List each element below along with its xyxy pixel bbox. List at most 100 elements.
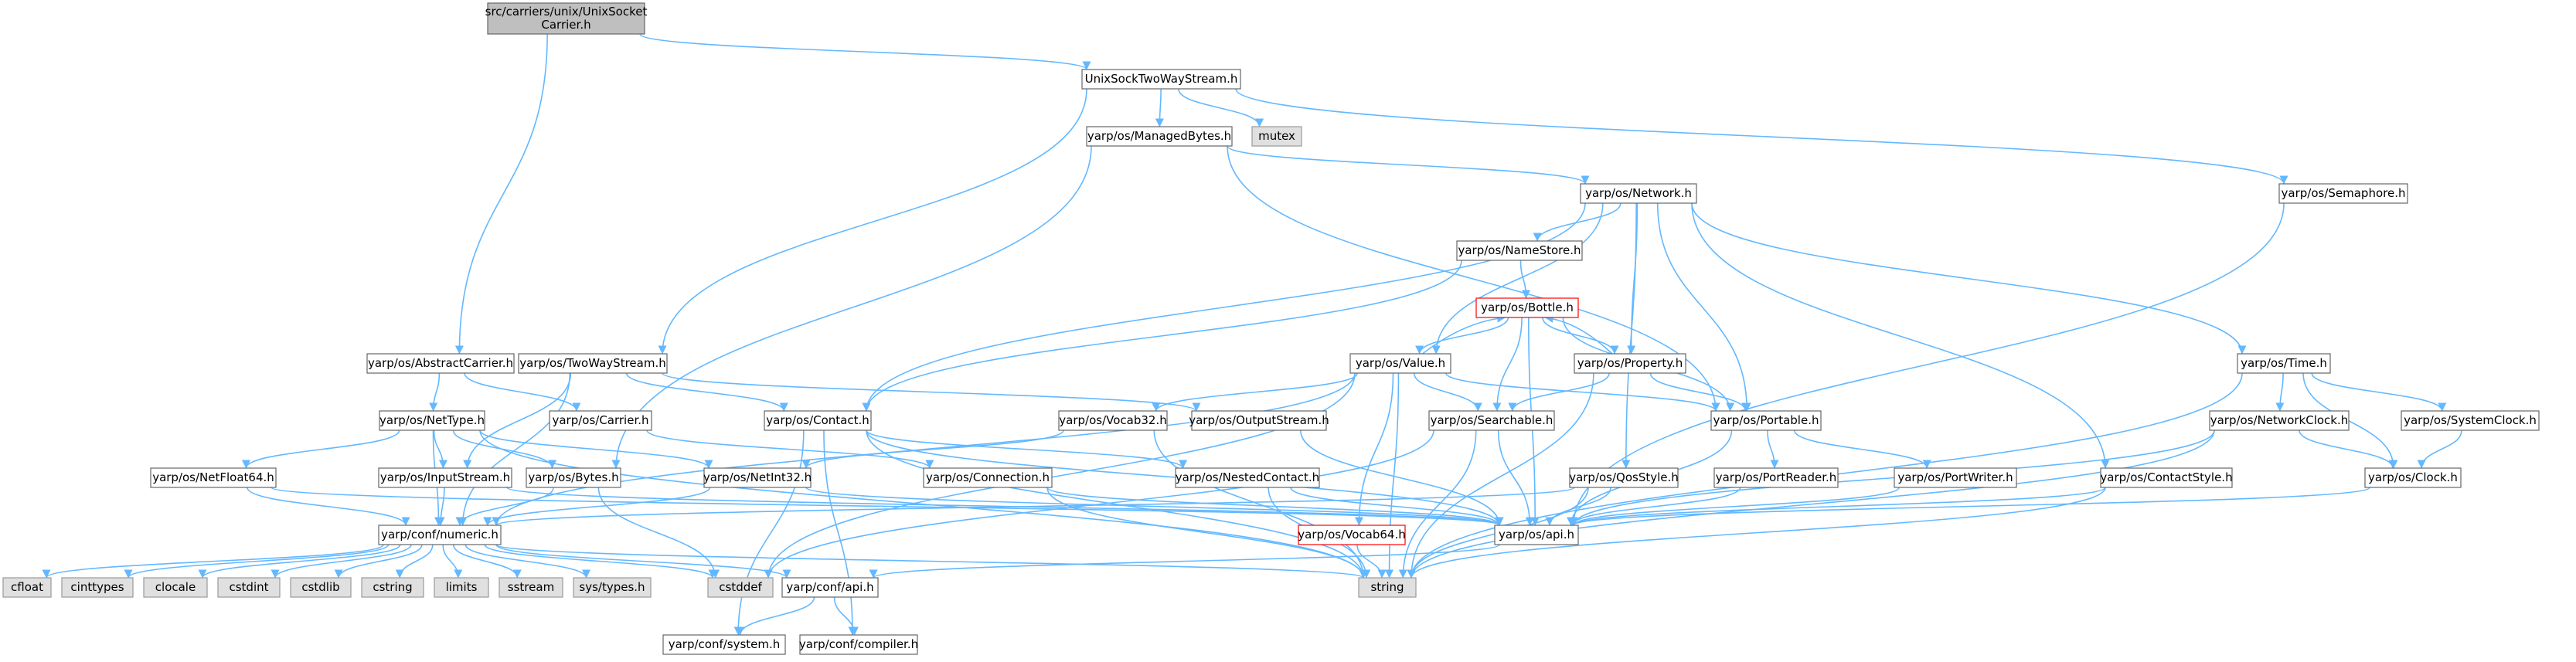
node-inputstream[interactable]: yarp/os/InputStream.h (378, 467, 512, 488)
edge-network-to-namestore (1533, 202, 1621, 242)
node-numeric[interactable]: yarp/conf/numeric.h (378, 525, 502, 545)
node-label-connection: yarp/os/Connection.h (926, 470, 1050, 484)
edge-twowaystream-to-contact (625, 372, 788, 412)
node-box-cstring (361, 577, 424, 598)
node-netint32[interactable]: yarp/os/NetInt32.h (703, 467, 812, 488)
node-unixsock[interactable]: UnixSockTwoWayStream.h (1081, 69, 1241, 90)
node-box-property (1574, 353, 1686, 374)
node-carrier[interactable]: yarp/os/Carrier.h (549, 410, 652, 431)
edge-confapi-to-confsystem (736, 596, 815, 636)
node-label-sstream: sstream (508, 580, 554, 594)
edge-connection-to-osapi (1046, 487, 1504, 526)
node-contactstyle[interactable]: yarp/os/ContactStyle.h (2100, 467, 2233, 488)
node-box-cstddef (707, 577, 774, 598)
node-contact[interactable]: yarp/os/Contact.h (764, 410, 872, 431)
node-confcompiler[interactable]: yarp/conf/compiler.h (799, 634, 918, 655)
node-box-osapi (1494, 525, 1579, 545)
node-abstractcarrier[interactable]: yarp/os/AbstractCarrier.h (366, 353, 515, 374)
node-twowaystream[interactable]: yarp/os/TwoWayStream.h (518, 353, 668, 374)
node-box-unixsock (1081, 69, 1241, 90)
node-managedbytes[interactable]: yarp/os/ManagedBytes.h (1086, 126, 1233, 147)
edge-time-to-systemclock (2311, 372, 2447, 412)
node-box-netint32 (703, 467, 812, 488)
node-semaphore[interactable]: yarp/os/Semaphore.h (2278, 183, 2408, 204)
node-label-abstractcarrier: yarp/os/AbstractCarrier.h (368, 356, 513, 370)
node-box-netfloat64 (150, 467, 277, 488)
edge-network-to-portable (1656, 202, 1751, 412)
node-box-network (1580, 183, 1697, 204)
node-bytes[interactable]: yarp/os/Bytes.h (526, 467, 621, 488)
node-portable[interactable]: yarp/os/Portable.h (1710, 410, 1822, 431)
node-connection[interactable]: yarp/os/Connection.h (923, 467, 1053, 488)
edge-nettype-to-netfloat64 (242, 429, 400, 469)
node-box-root (487, 2, 645, 35)
node-netfloat64[interactable]: yarp/os/NetFloat64.h (150, 467, 277, 488)
node-label-cinttypes: cinttypes (70, 580, 124, 594)
node-box-confapi (781, 577, 879, 598)
edge-property-to-bottle (1544, 314, 1613, 355)
node-systemclock[interactable]: yarp/os/SystemClock.h (2401, 410, 2540, 431)
edge-managedbytes-to-bytes (611, 145, 1092, 469)
edge-property-to-searchable (1508, 372, 1610, 412)
node-searchable[interactable]: yarp/os/Searchable.h (1428, 410, 1555, 431)
node-box-inputstream (378, 467, 512, 488)
edge-numeric-to-cinttypes (124, 544, 390, 579)
node-networkclock[interactable]: yarp/os/NetworkClock.h (2209, 410, 2350, 431)
node-nestedcontact[interactable]: yarp/os/NestedContact.h (1175, 467, 1320, 488)
node-label-portreader: yarp/os/PortReader.h (1716, 470, 1837, 484)
edge-namestore-to-bottle (1519, 260, 1530, 299)
edge-contact-to-nestedcontact (866, 429, 1187, 469)
node-label-systemclock: yarp/os/SystemClock.h (2404, 413, 2537, 427)
edge-confapi-to-confcompiler (833, 596, 859, 636)
node-vocab64[interactable]: yarp/os/Vocab64.h (1298, 525, 1406, 545)
node-label-semaphore: yarp/os/Semaphore.h (2282, 186, 2406, 200)
node-confapi[interactable]: yarp/conf/api.h (781, 577, 879, 598)
edge-osapi-to-confapi (869, 544, 1500, 579)
edge-bytes-to-numeric (455, 487, 554, 526)
edge-nettype-to-netint32 (479, 429, 713, 469)
edge-root-to-unixsock (639, 33, 1091, 70)
node-box-namestore (1456, 240, 1583, 261)
edge-netfloat64-to-numeric (247, 487, 410, 526)
node-osapi[interactable]: yarp/os/api.h (1494, 525, 1579, 545)
node-box-confsystem (662, 634, 786, 655)
edge-network-to-contactstyle (1691, 202, 2110, 469)
node-qosstyle[interactable]: yarp/os/QosStyle.h (1569, 467, 1679, 488)
node-label-contactstyle: yarp/os/ContactStyle.h (2100, 470, 2232, 484)
node-cstdlib: cstdlib (290, 577, 352, 598)
node-box-systypes (573, 577, 652, 598)
node-clock[interactable]: yarp/os/Clock.h (2364, 467, 2462, 488)
edge-numeric-to-clocale (198, 544, 401, 579)
edge-value-to-numeric (492, 372, 1356, 526)
node-label-vocab32: yarp/os/Vocab32.h (1059, 413, 1166, 427)
node-box-outputstream (1191, 410, 1327, 431)
node-network[interactable]: yarp/os/Network.h (1580, 183, 1697, 204)
edge-qosstyle-to-numeric (492, 487, 1575, 526)
node-time[interactable]: yarp/os/Time.h (2237, 353, 2331, 374)
node-portwriter[interactable]: yarp/os/PortWriter.h (1894, 467, 2017, 488)
node-confsystem[interactable]: yarp/conf/system.h (662, 634, 786, 655)
node-namestore[interactable]: yarp/os/NameStore.h (1456, 240, 1583, 261)
edge-unixsock-to-mutex (1178, 88, 1264, 127)
edge-carrier-to-connection (646, 429, 934, 469)
node-portreader[interactable]: yarp/os/PortReader.h (1713, 467, 1839, 488)
node-property[interactable]: yarp/os/Property.h (1574, 353, 1686, 374)
node-box-bytes (526, 467, 621, 488)
edge-clock-to-osapi (1569, 487, 2370, 526)
node-outputstream[interactable]: yarp/os/OutputStream.h (1189, 410, 1329, 431)
node-nettype[interactable]: yarp/os/NetType.h (379, 410, 485, 431)
node-clocale: clocale (143, 577, 208, 598)
edge-value-to-vocab32 (1152, 372, 1358, 412)
node-bottle[interactable]: yarp/os/Bottle.h (1475, 297, 1579, 318)
edge-searchable-to-string (1398, 429, 1477, 579)
edge-connection-to-string (1046, 487, 1368, 579)
node-label-unixsock: UnixSockTwoWayStream.h (1085, 72, 1238, 86)
edge-abstractcarrier-to-nettype (429, 372, 441, 412)
node-label-twowaystream: yarp/os/TwoWayStream.h (519, 356, 665, 370)
node-label-mutex: mutex (1258, 129, 1295, 143)
node-vocab32[interactable]: yarp/os/Vocab32.h (1058, 410, 1168, 431)
node-label-vocab64: yarp/os/Vocab64.h (1298, 528, 1405, 541)
node-value[interactable]: yarp/os/Value.h (1349, 353, 1451, 374)
